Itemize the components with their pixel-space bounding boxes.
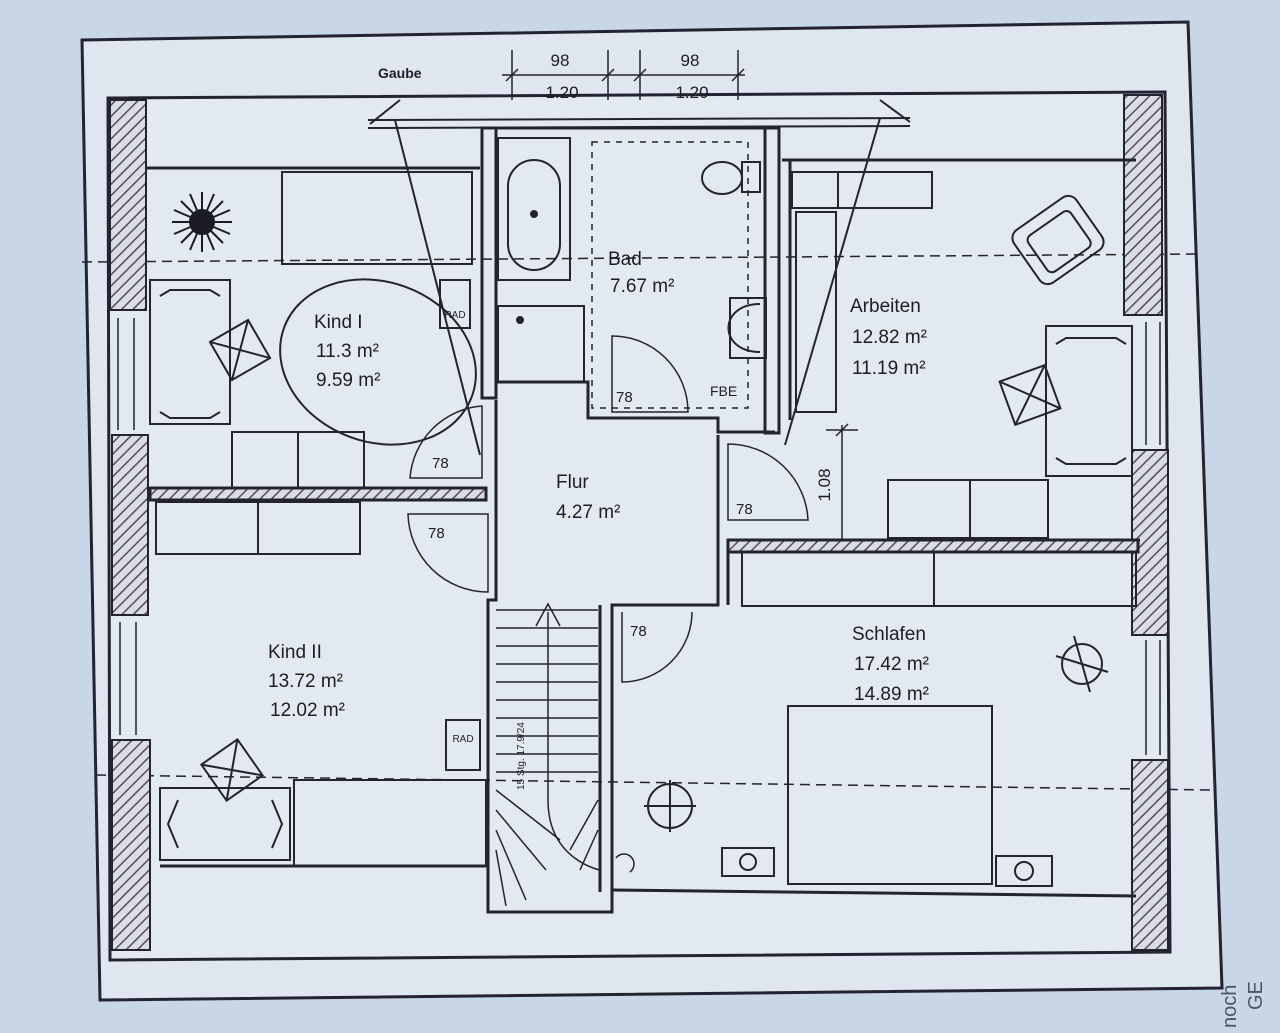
kind1-radiator: [439, 279, 471, 329]
dim-top-1-upper: 98: [551, 51, 570, 70]
fbe-label: FBE: [710, 383, 737, 399]
dormer-label: Gaube: [378, 65, 422, 81]
dimension-chain-top: [502, 50, 745, 100]
schlafen-net-area: 14.89 m²: [854, 684, 929, 705]
kind1-radiator-label: RAD: [444, 310, 465, 321]
kind1-net-area: 9.59 m²: [316, 370, 380, 391]
nightstand-right-icon: [995, 855, 1053, 887]
kneewall-line-lower: [95, 774, 1211, 791]
kind2-radiator: [445, 719, 481, 771]
kind1-play-area: [279, 278, 477, 446]
kind2-bed: [293, 779, 487, 867]
armchair-icon: [1011, 194, 1105, 286]
kind1-area: 11.3 m²: [316, 341, 379, 362]
door-swings: [407, 335, 809, 683]
schlafen-stool-icon: [1055, 635, 1109, 693]
kind2-area: 13.72 m²: [268, 671, 343, 692]
arbeiten-shelf: [791, 171, 933, 413]
side-wall-right-lower: [1131, 759, 1169, 951]
arbeiten-chair-icon: [998, 363, 1062, 427]
side-wall-left-lower: [111, 739, 151, 951]
edge-text-1: GE: [1245, 981, 1267, 1010]
toilet-icon: [701, 161, 761, 195]
flur-name: Flur: [556, 472, 589, 493]
schlafen-small-arc: [615, 853, 635, 873]
kind1-pillow: [159, 289, 221, 419]
kneewall-line-upper: [81, 253, 1201, 263]
bad-area: 7.67 m²: [610, 276, 674, 297]
door-width-schlafen: 78: [630, 623, 647, 640]
nightstand-left-icon: [721, 847, 775, 877]
outer-wall: [106, 90, 1172, 962]
door-width-kind2: 78: [428, 525, 445, 542]
side-wall-right-upper: [1123, 94, 1163, 316]
edge-text-2: noch: [1219, 985, 1241, 1028]
door-width-kind1: 78: [432, 455, 449, 472]
kind1-cabinet-top: [281, 171, 473, 265]
sink-icon: [727, 297, 767, 359]
plant-icon: [172, 192, 232, 252]
arbeiten-net-area: 11.19 m²: [852, 358, 926, 379]
door-width-arbeiten: 78: [736, 501, 753, 518]
kind1-chair-icon: [208, 318, 272, 382]
arbeiten-sofa-pillows: [1055, 337, 1127, 465]
side-wall-left-middle: [111, 434, 149, 616]
double-bed: [787, 705, 993, 885]
kind2-radiator-label: RAD: [452, 734, 473, 745]
kind2-net-area: 12.02 m²: [270, 700, 345, 721]
door-width-bad: 78: [616, 389, 633, 406]
kind1-desk: [231, 431, 365, 489]
bad-name: Bad: [608, 249, 642, 270]
side-wall-left-upper: [109, 99, 147, 311]
arbeiten-name: Arbeiten: [850, 296, 921, 317]
windows-left: [117, 318, 137, 735]
dimension-height: [826, 423, 858, 540]
schlafen-wardrobe: [741, 551, 1137, 607]
bathtub-icon: [497, 137, 571, 281]
dim-top-1-lower: 1.20: [545, 83, 578, 102]
kind2-desk: [159, 787, 291, 861]
schlafen-area: 17.42 m²: [854, 654, 929, 675]
kind1-bed: [149, 279, 231, 425]
kind2-desk-chairs: [166, 799, 284, 849]
dim-top-2-lower: 1.20: [675, 83, 708, 102]
dim-height-label: 1.08: [815, 468, 834, 501]
kind2-name: Kind II: [268, 642, 322, 663]
flur-area: 4.27 m²: [556, 502, 620, 523]
arbeiten-area: 12.82 m²: [852, 327, 927, 348]
bath-floor-tiles: [591, 141, 749, 409]
windows-right: [1145, 322, 1161, 755]
dim-top-2-upper: 98: [681, 51, 700, 70]
staircase: [495, 602, 601, 907]
shower-icon: [497, 305, 585, 383]
kind2-shelf: [155, 501, 361, 555]
stairs-label: 15 Stg. 17.9/24: [516, 722, 527, 790]
schlafen-name: Schlafen: [852, 624, 926, 645]
schlafen-chair-icon: [644, 780, 696, 832]
arbeiten-desk: [887, 479, 1049, 539]
kind1-name: Kind I: [314, 312, 363, 333]
